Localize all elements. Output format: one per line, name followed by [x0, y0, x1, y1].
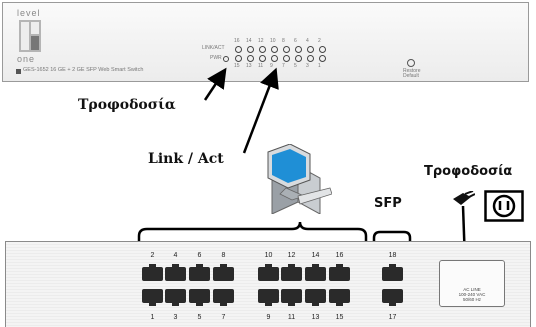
- sfp-port-number-top: 18: [388, 252, 397, 259]
- led-port-number-top: 4: [306, 38, 309, 44]
- rj45-port[interactable]: [213, 289, 234, 306]
- port-number-top: 12: [287, 252, 296, 259]
- led-port-number-top: 12: [258, 38, 264, 44]
- port-led: [235, 46, 242, 53]
- rj45-port[interactable]: [281, 289, 302, 306]
- logo-text-top: level: [17, 8, 41, 18]
- rj45-port[interactable]: [281, 264, 302, 281]
- port-led: [283, 55, 290, 62]
- rj45-port[interactable]: [189, 289, 210, 306]
- led-port-number-bottom: 9: [270, 63, 273, 69]
- port-number-top: 2: [150, 252, 155, 259]
- port-number-bottom: 9: [266, 314, 271, 321]
- port-number-top: 10: [264, 252, 273, 259]
- port-number-top: 14: [311, 252, 320, 259]
- rj45-port[interactable]: [213, 264, 234, 281]
- psu-label-line2: 100-240 VAC: [458, 292, 486, 297]
- led-port-number-bottom: 1: [318, 63, 321, 69]
- port-number-bottom: 7: [221, 314, 226, 321]
- callout-link-act: Link / Act: [148, 151, 224, 167]
- power-socket: AC LINE 100-240 VAC 50/60 Hz: [439, 260, 505, 307]
- port-led: [271, 46, 278, 53]
- power-outlet-icon: [484, 190, 524, 226]
- psu-label-line1: AC LINE: [463, 287, 481, 292]
- callout-power-front: Τροφοδοσία: [78, 97, 176, 113]
- port-led: [271, 55, 278, 62]
- sfp-port[interactable]: [382, 289, 403, 306]
- port-led: [319, 46, 326, 53]
- rj45-port[interactable]: [329, 264, 350, 281]
- model-bullet: [16, 69, 21, 74]
- callout-power-back: Τροφοδοσία: [424, 164, 513, 179]
- port-number-top: 8: [221, 252, 226, 259]
- port-led: [259, 55, 266, 62]
- rj45-port[interactable]: [329, 289, 350, 306]
- led-port-number-bottom: 3: [306, 63, 309, 69]
- psu-label-line3: 50/60 Hz: [462, 297, 481, 302]
- port-led: [259, 46, 266, 53]
- port-led: [319, 55, 326, 62]
- led-power-label: PWR: [210, 55, 222, 61]
- led-port-number-top: 8: [282, 38, 285, 44]
- sfp-port-number-bottom: 17: [388, 314, 397, 321]
- rj45-port[interactable]: [165, 289, 186, 306]
- led-port-number-top: 10: [270, 38, 276, 44]
- rj45-port[interactable]: [258, 264, 279, 281]
- port-led: [307, 46, 314, 53]
- led-linkact-label: LINK/ACT: [202, 45, 225, 51]
- port-led: [295, 46, 302, 53]
- rj45-port[interactable]: [142, 264, 163, 281]
- power-plug-icon: [451, 190, 476, 213]
- logo-mark: [19, 20, 41, 52]
- led-port-number-top: 6: [294, 38, 297, 44]
- sfp-port[interactable]: [382, 264, 403, 281]
- port-number-bottom: 13: [311, 314, 320, 321]
- port-led: [247, 55, 254, 62]
- power-led-arrow: [203, 67, 227, 101]
- port-number-top: 6: [197, 252, 202, 259]
- led-port-number-bottom: 13: [246, 63, 252, 69]
- port-number-bottom: 11: [287, 314, 296, 321]
- led-port-number-bottom: 15: [234, 63, 240, 69]
- model-text: GES-1652 16 GE + 2 GE SFP Web Smart Swit…: [23, 67, 144, 73]
- reset-button[interactable]: [407, 59, 415, 67]
- rj45-port[interactable]: [142, 289, 163, 306]
- callout-sfp: SFP: [374, 196, 402, 211]
- port-led: [295, 55, 302, 62]
- led-port-number-top: 2: [318, 38, 321, 44]
- port-led: [235, 55, 242, 62]
- rj45-port[interactable]: [305, 264, 326, 281]
- port-number-bottom: 15: [335, 314, 344, 321]
- power-led: [223, 56, 229, 62]
- port-led: [283, 46, 290, 53]
- led-port-number-bottom: 7: [282, 63, 285, 69]
- port-led: [307, 55, 314, 62]
- led-port-number-top: 14: [246, 38, 252, 44]
- logo-text-bottom: one: [17, 54, 36, 64]
- rj45-port[interactable]: [189, 264, 210, 281]
- led-port-number-top: 16: [234, 38, 240, 44]
- port-number-bottom: 1: [150, 314, 155, 321]
- port-led: [247, 46, 254, 53]
- computer-icon: [264, 143, 333, 218]
- reset-label: Restore Default: [403, 68, 421, 79]
- linkact-arrow: [242, 67, 279, 154]
- led-port-number-bottom: 5: [294, 63, 297, 69]
- rj45-group-bracket: [137, 221, 368, 245]
- rj45-port[interactable]: [258, 289, 279, 306]
- sfp-group-bracket: [372, 230, 412, 245]
- port-number-top: 16: [335, 252, 344, 259]
- port-number-top: 4: [173, 252, 178, 259]
- led-port-number-bottom: 11: [258, 63, 264, 69]
- rj45-port[interactable]: [165, 264, 186, 281]
- port-number-bottom: 5: [197, 314, 202, 321]
- port-number-bottom: 3: [173, 314, 178, 321]
- rj45-port[interactable]: [305, 289, 326, 306]
